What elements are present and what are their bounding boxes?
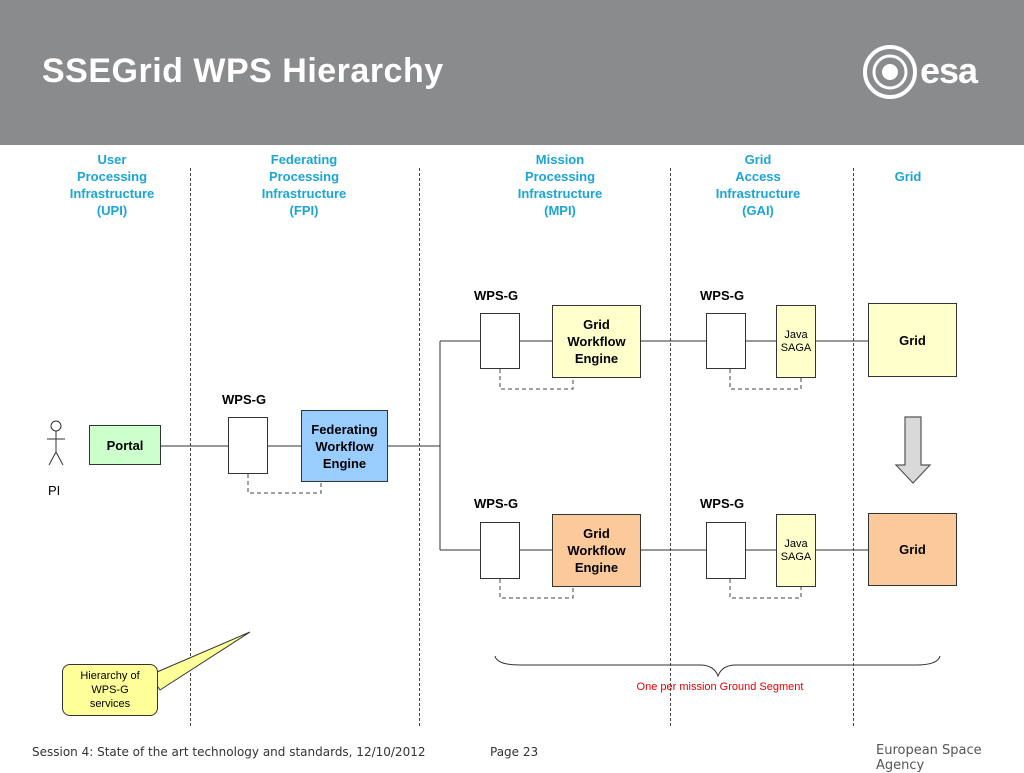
wps-g-label: WPS-G [474,288,519,303]
column-separator [419,168,420,726]
wps-g-box [480,313,520,369]
footer-page-number: Page 23 [490,745,539,759]
actor-label: PI [48,483,61,498]
footer-session: Session 4: State of the art technology a… [32,745,426,759]
footer-agency: European Space Agency [876,743,982,773]
federating-workflow-engine: Federating Workflow Engine [301,410,388,482]
wps-g-box [228,417,268,474]
esa-logo-icon [863,45,917,99]
column-separator [853,168,854,726]
column-heading-upi: User Processing Infrastructure (UPI) [69,152,155,218]
column-heading-grid: Grid [894,169,922,184]
column-heading-fpi: Federating Processing Infrastructure (FP… [261,152,347,218]
wps-g-label: WPS-G [474,496,519,511]
column-heading-gai: Grid Access Infrastructure (GAI) [715,152,801,218]
callout-note: Hierarchy of WPS-G services [62,664,158,716]
mission-segment-note: One per mission Ground Segment [636,681,804,693]
grid-workflow-engine: Grid Workflow Engine [552,514,641,587]
grid-workflow-engine: Grid Workflow Engine [552,305,641,378]
wps-g-label: WPS-G [700,288,745,303]
portal-box: Portal [89,425,161,465]
java-saga-box: Java SAGA [776,514,816,587]
column-separator [190,168,191,726]
grid-box: Grid [868,513,957,586]
slide-title: SSEGrid WPS Hierarchy [42,52,444,90]
column-heading-mpi: Mission Processing Infrastructure (MPI) [517,152,603,218]
grid-box: Grid [868,303,957,377]
esa-logo-text: esa [920,50,978,91]
wps-g-label: WPS-G [700,496,745,511]
header-bar [0,0,1024,145]
wps-g-box [706,522,746,579]
wps-g-box [706,313,746,369]
column-separator [670,168,671,726]
java-saga-box: Java SAGA [776,305,816,378]
wps-g-label: WPS-G [222,392,267,407]
wps-g-box [480,522,520,579]
